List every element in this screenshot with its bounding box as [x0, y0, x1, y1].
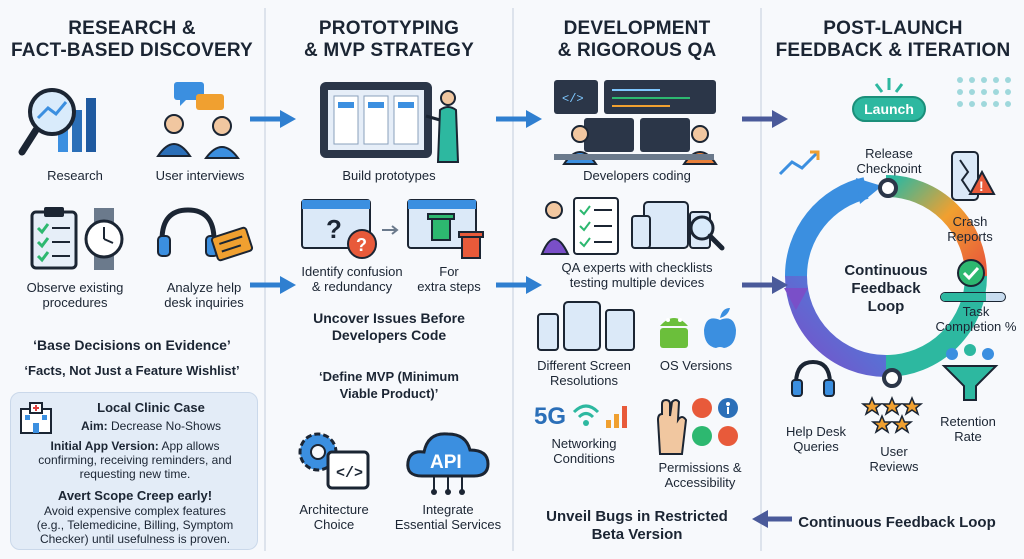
crash-reports-label: Crash Reports	[947, 214, 993, 244]
watch-icon	[84, 208, 124, 270]
developers-coding-label: Developers coding	[583, 168, 691, 183]
column-divider	[512, 8, 514, 551]
retention-rate-label: Retention Rate	[940, 414, 996, 444]
arrow-left-icon	[752, 510, 792, 528]
arrow-right-icon	[250, 276, 296, 294]
os-versions-label: OS Versions	[659, 358, 733, 373]
checklist-clipboard-icon	[30, 206, 78, 270]
column-2-title: PROTOTYPING & MVP STRATEGY	[304, 18, 474, 61]
loop-marker-bottom	[882, 368, 902, 388]
user-interviews-label: User interviews	[155, 168, 245, 183]
svg-text:?: ?	[356, 235, 367, 255]
android-icon	[654, 308, 694, 352]
continuous-feedback-loop-center: Continuous Feedback Loop	[844, 262, 928, 315]
arrow-right-icon	[496, 276, 542, 294]
evidence-quote: ‘Base Decisions on Evidence’	[33, 337, 231, 353]
trend-line-icon	[778, 148, 824, 178]
scope-creep-body: Avoid expensive complex features (e.g., …	[36, 504, 234, 546]
user-interviews-icon	[152, 80, 252, 160]
integrate-services-label: Integrate Essential Services	[394, 502, 502, 532]
column-divider	[264, 8, 266, 551]
retention-funnel-icon	[940, 344, 1000, 404]
identify-confusion-label: Identify confusion & redundancy	[301, 264, 403, 294]
unveil-bugs-heading: Unveil Bugs in Restricted Beta Version	[546, 508, 728, 543]
hospital-icon	[19, 401, 53, 435]
arrow-right-icon	[742, 110, 788, 128]
build-prototypes-label: Build prototypes	[342, 168, 436, 183]
clinic-initial-version: Initial App Version: App allows confirmi…	[38, 439, 232, 481]
define-mvp-heading: ‘Define MVP (Minimum Viable Product)’	[319, 369, 459, 401]
api-text: API	[430, 452, 462, 473]
helpdesk-label: Analyze help desk inquiries	[164, 280, 244, 310]
task-progress-bar	[940, 292, 1006, 302]
arrow-right-icon	[250, 110, 296, 128]
permissions-label: Permissions & Accessibility	[658, 460, 742, 490]
scope-creep-heading: Avert Scope Creep early!	[57, 488, 213, 503]
clinic-case-heading: Local Clinic Case	[97, 400, 205, 415]
networking-label: Networking Conditions	[551, 436, 617, 466]
column-1-title: RESEARCH & FACT-BASED DISCOVERY	[11, 18, 253, 61]
magnifier-chart-icon	[18, 82, 98, 162]
continuous-feedback-loop-footer: Continuous Feedback Loop	[798, 514, 996, 531]
clinic-case-card: Local Clinic Case Aim: Decrease No-Shows…	[10, 392, 258, 550]
five-g-text: 5G	[534, 403, 566, 430]
screen-resolutions-icon	[536, 300, 636, 352]
extra-steps-label: For extra steps	[417, 264, 481, 294]
permissions-accessibility-icon	[652, 396, 742, 456]
research-label: Research	[47, 168, 103, 183]
network-5g-icon: 5G	[534, 396, 634, 432]
column-3-title: DEVELOPMENT & RIGOROUS QA	[557, 18, 717, 61]
arrow-right-icon	[742, 276, 788, 294]
apple-icon	[702, 306, 738, 350]
small-arrow-icon	[382, 222, 400, 235]
helpdesk-headset-icon	[790, 358, 836, 404]
svg-text:?: ?	[326, 214, 342, 244]
release-checkpoint-marker	[878, 178, 898, 198]
confusion-window-icon: ? ?	[300, 198, 380, 260]
column-divider	[760, 8, 762, 551]
qa-devices-icon	[540, 194, 730, 256]
architecture-choice-label: Architecture Choice	[299, 502, 369, 532]
uncover-issues-heading: Uncover Issues Before Developers Code	[313, 310, 465, 343]
svg-text:!: !	[979, 178, 984, 194]
user-reviews-label: User Reviews	[869, 444, 919, 474]
observe-label: Observe existing procedures	[26, 280, 124, 310]
svg-text:</>: </>	[336, 465, 363, 482]
clinic-aim: Aim: Decrease No-Shows	[80, 419, 222, 433]
launch-label: Launch	[864, 101, 914, 117]
wishlist-quote: ‘Facts, Not Just a Feature Wishlist’	[24, 363, 240, 378]
release-checkpoint-label: Release Checkpoint	[856, 146, 922, 176]
architecture-gear-icon: </>	[294, 424, 374, 496]
headset-ticket-icon	[156, 204, 254, 270]
svg-text:</>: </>	[562, 92, 584, 106]
launch-button[interactable]: Launch	[852, 96, 926, 122]
tablet-prototype-icon	[318, 80, 468, 164]
arrow-right-icon	[496, 110, 542, 128]
crash-phone-icon: !	[950, 150, 996, 204]
launch-sparkle-icon	[872, 78, 906, 96]
column-4-title: POST-LAUNCH FEEDBACK & ITERATION	[775, 18, 1011, 61]
review-stars-icon	[860, 396, 924, 436]
developers-coding-icon: </>	[550, 78, 720, 165]
helpdesk-queries-label: Help Desk Queries	[786, 424, 846, 454]
qa-experts-label: QA experts with checklists testing multi…	[561, 260, 713, 290]
trash-window-icon	[406, 198, 486, 260]
task-check-icon	[956, 258, 986, 288]
task-completion-label: Task Completion %	[935, 304, 1017, 334]
decorative-dots-icon	[956, 76, 1016, 116]
screen-resolutions-label: Different Screen Resolutions	[537, 358, 631, 388]
task-progress-fill	[941, 293, 986, 301]
api-cloud-icon: API	[404, 424, 492, 496]
